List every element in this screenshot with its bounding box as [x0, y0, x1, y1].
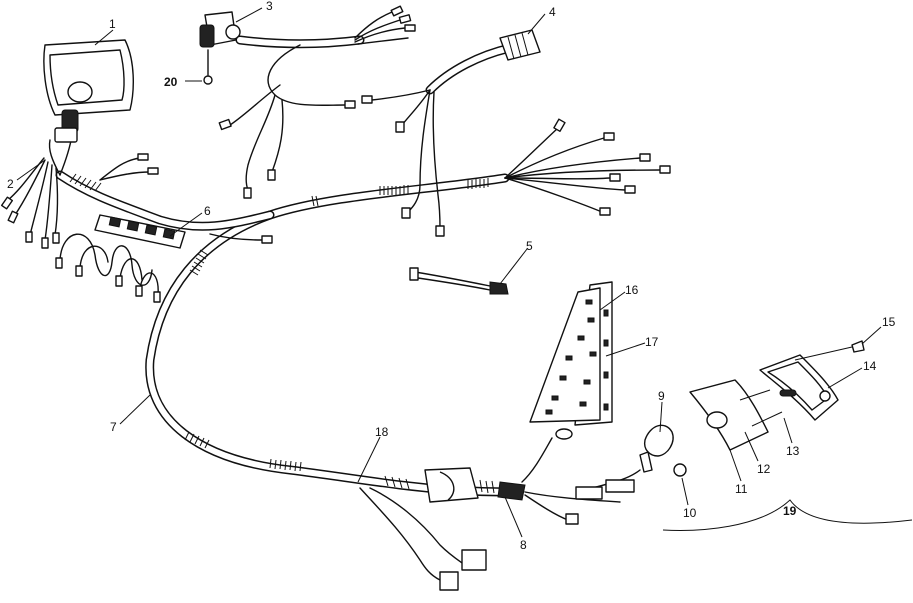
callout-9: 9: [658, 389, 665, 403]
part-5-lead: [409, 267, 509, 295]
taillight-assembly: [575, 340, 865, 500]
callout-15: 15: [882, 315, 896, 329]
front-branch: [48, 134, 275, 231]
callout-19: 19: [783, 504, 797, 518]
callout-2: 2: [7, 177, 14, 191]
callout-5: 5: [526, 239, 533, 253]
decal-panels: [529, 281, 613, 426]
callout-4: 4: [549, 5, 556, 19]
rear-connector: [359, 428, 621, 591]
part-6-strip: [94, 214, 186, 249]
callout-3: 3: [266, 0, 273, 13]
callout-6: 6: [204, 204, 211, 218]
callout-13: 13: [786, 444, 800, 458]
callout-10: 10: [683, 506, 697, 520]
drop-wires: [401, 89, 445, 237]
callout-12: 12: [757, 462, 771, 476]
headlight-connector-wires: [0, 153, 159, 249]
callout-1: 1: [109, 17, 116, 31]
callout-20: 20: [164, 75, 178, 89]
callout-11: 11: [735, 482, 748, 496]
callout-8: 8: [520, 538, 527, 552]
callout-16: 16: [625, 283, 639, 297]
leader-lines: [16, 7, 913, 538]
callout-18: 18: [375, 425, 389, 439]
connector-boot: [361, 29, 541, 133]
switch-assembly: [199, 5, 416, 199]
callout-labels: 1 2 3 4 5 6 7 8 9 10 11 12 13 14 15 16 1…: [7, 0, 896, 552]
side-lead: [209, 233, 273, 244]
callout-17: 17: [645, 335, 659, 349]
loop-wires: [55, 233, 161, 303]
callout-14: 14: [863, 359, 877, 373]
main-harness: [145, 173, 515, 497]
callout-7: 7: [110, 420, 117, 434]
fan-out-wires: [504, 118, 671, 216]
headlight: [43, 39, 134, 143]
